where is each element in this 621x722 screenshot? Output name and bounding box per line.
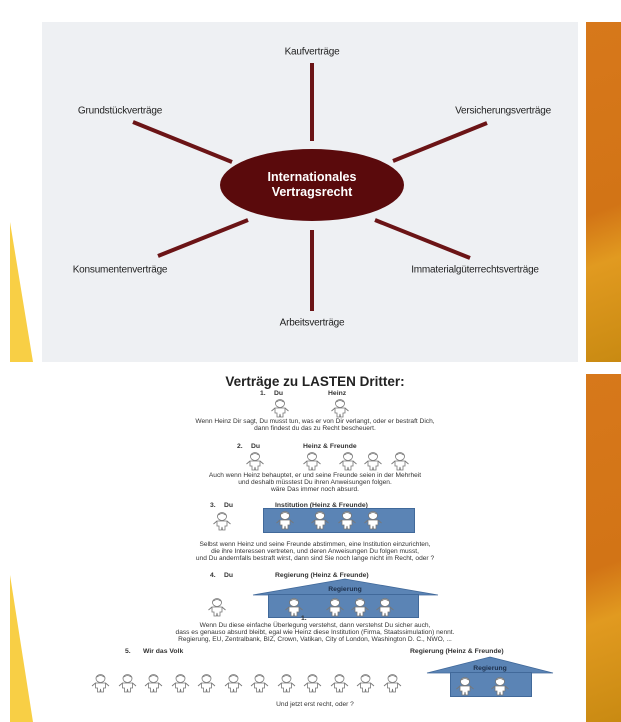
slide2-title: Verträge zu LASTEN Dritter: bbox=[225, 374, 405, 389]
person-icon bbox=[249, 673, 270, 693]
s2-text-line: wäre Das immer noch absurd. bbox=[271, 486, 359, 494]
s4-house-label: Regierung bbox=[328, 586, 362, 593]
s2-other: Heinz & Freunde bbox=[303, 443, 357, 450]
s3-num: 3. bbox=[210, 502, 216, 509]
s4-other: Regierung (Heinz & Freunde) bbox=[275, 572, 369, 579]
s1-text-line: dann findest du das zu Recht bescheuert. bbox=[254, 425, 376, 433]
s1-text-line: Wenn Heinz Dir sagt, Du musst tun, was e… bbox=[195, 418, 435, 425]
person-icon bbox=[170, 673, 191, 693]
branch-arbeitsvertraege: Arbeitsverträge bbox=[279, 317, 345, 329]
s5-house-label: Regierung bbox=[473, 665, 507, 672]
s3-text-line: die ihre Interessen vertreten, und deren… bbox=[211, 548, 419, 556]
s4-text-line: Regierung, EU, Zentralbank, BIZ, Crown, … bbox=[178, 636, 452, 644]
person-icon bbox=[90, 673, 111, 693]
spoke-konsumenten bbox=[157, 218, 249, 258]
s3-du: Du bbox=[224, 502, 234, 509]
s3-text: Selbst wenn Heinz und seine Freunde abst… bbox=[196, 541, 434, 563]
person-icon bbox=[276, 673, 297, 693]
branch-grundstueckvertraege: Grundstückverträge bbox=[77, 105, 163, 117]
branch-konsumentenvertraege: Konsumentenverträge bbox=[72, 264, 168, 276]
person-icon bbox=[355, 673, 376, 693]
s4-text: Wenn Du diese einfache Überlegung verste… bbox=[176, 622, 455, 644]
person-icon bbox=[455, 676, 475, 696]
s5-left: Wir das Volk bbox=[143, 648, 184, 655]
spoke-immaterial bbox=[374, 218, 471, 260]
s3-text-line: Selbst wenn Heinz und seine Freunde abst… bbox=[199, 541, 431, 548]
closing-text: Und jetzt erst recht, oder ? bbox=[276, 701, 354, 708]
slide2-yellow-triangle bbox=[10, 575, 33, 722]
person-icon bbox=[302, 673, 323, 693]
center-line-1: Internationales bbox=[267, 170, 357, 184]
branch-kaufvertraege: Kaufverträge bbox=[284, 46, 340, 58]
center-ellipse bbox=[220, 149, 404, 221]
branch-immaterialgueterrechtsvertraege: Immaterialgüterrechtsverträge bbox=[411, 264, 539, 276]
center-title: Internationales Vertragsrecht bbox=[268, 170, 357, 200]
s4-text-line: dass es genauso absurd bleibt, egal wie … bbox=[175, 629, 455, 637]
s5-num: 5. bbox=[125, 648, 131, 655]
s1-num: 1. bbox=[260, 390, 266, 397]
s2-text-line: Auch wenn Heinz behauptet, er und seine … bbox=[208, 472, 422, 479]
person-icon bbox=[325, 597, 345, 617]
person-icon bbox=[350, 597, 370, 617]
person-icon bbox=[284, 597, 304, 617]
person-icon bbox=[223, 673, 244, 693]
person-icon bbox=[382, 673, 403, 693]
s2-text: Auch wenn Heinz behauptet, er und seine … bbox=[209, 472, 421, 494]
person-icon bbox=[490, 676, 510, 696]
center-line-2: Vertragsrecht bbox=[271, 185, 353, 199]
person-icon bbox=[117, 673, 138, 693]
s3-text-line: und Du andernfalls bestraft wirst, dann … bbox=[195, 555, 435, 563]
spoke-versicherung bbox=[392, 121, 488, 163]
person-icon bbox=[207, 597, 227, 617]
s1-text: Wenn Heinz Dir sagt, Du musst tun, was e… bbox=[195, 418, 434, 432]
s4-marker: 1. bbox=[301, 615, 307, 622]
branch-versicherungsvertraege: Versicherungsverträge bbox=[455, 105, 551, 117]
s5-right: Regierung (Heinz & Freunde) bbox=[410, 648, 504, 655]
s2-text-line: und deshalb müsstest Du ihren Anweisunge… bbox=[238, 479, 392, 487]
people-row bbox=[90, 673, 403, 693]
s1-other: Heinz bbox=[328, 390, 347, 397]
s4-text-line: Wenn Du diese einfache Überlegung verste… bbox=[199, 622, 431, 629]
spoke-grundstueck bbox=[132, 120, 233, 164]
slide2-accent-bar bbox=[586, 374, 621, 722]
person-icon bbox=[329, 673, 350, 693]
slide1-accent-bar bbox=[586, 22, 621, 362]
s2-num: 2. bbox=[237, 443, 243, 450]
s3-other: Institution (Heinz & Freunde) bbox=[275, 502, 368, 509]
person-icon bbox=[375, 597, 395, 617]
s4-num: 4. bbox=[210, 572, 216, 579]
s4-du: Du bbox=[224, 572, 234, 579]
person-icon bbox=[196, 673, 217, 693]
slide1-yellow-triangle bbox=[10, 222, 33, 362]
s2-du: Du bbox=[251, 443, 261, 450]
s1-du: Du bbox=[274, 390, 284, 397]
person-icon bbox=[143, 673, 164, 693]
